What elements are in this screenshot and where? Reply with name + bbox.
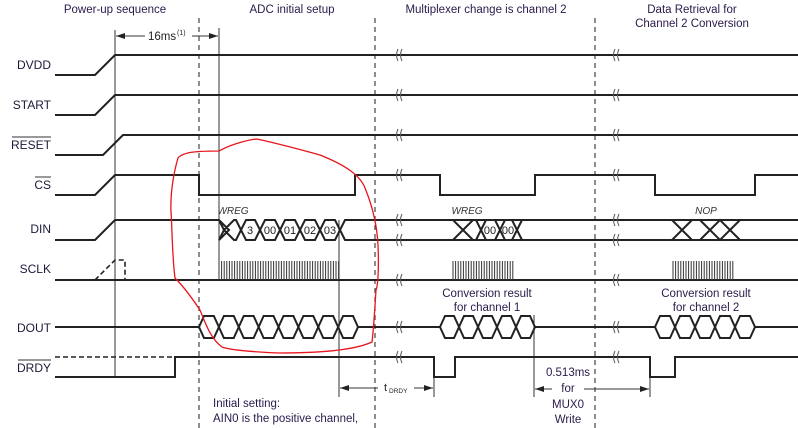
dout-bit-cell [514, 315, 537, 339]
dout-bit-cell [217, 315, 240, 339]
dout-result-ch2-2: for channel 2 [673, 302, 740, 314]
break-mark [396, 48, 403, 62]
dout-result-ch2-1: Conversion result [661, 288, 751, 300]
cs-trace [55, 174, 798, 196]
break-mark [396, 168, 403, 182]
tdrdy-subscript: DRDY [389, 388, 408, 395]
label-dvdd: DVDD [17, 58, 51, 72]
din-byte: 02 [304, 225, 316, 237]
label-reset: RESET [11, 138, 52, 152]
dout-bit-cell [277, 315, 300, 339]
din-byte: 3 [247, 225, 253, 237]
initial-setting-1: Initial setting: [213, 398, 280, 410]
break-mark [613, 48, 620, 62]
mux-write-line: MUX0 [552, 399, 584, 411]
reset-trace [55, 134, 798, 156]
break-mark [613, 128, 620, 142]
mux-write-time: 0.513ms for MUX0 Write [535, 367, 649, 426]
dout-bit-cell [237, 315, 260, 339]
label-dout: DOUT [17, 321, 52, 335]
dout-bit-cell [337, 315, 360, 339]
mux-write-line: for [561, 383, 575, 395]
break-mark [613, 233, 620, 247]
dout-bit-cell [713, 315, 737, 339]
break-mark [396, 320, 403, 334]
din-command-nop: NOP [695, 206, 717, 217]
break-mark [613, 213, 620, 227]
dout-bit-cell [257, 315, 280, 339]
din-command-wreg-1: WREG [217, 206, 248, 217]
din-command-wreg-2: WREG [451, 206, 482, 217]
break-mark [396, 213, 403, 227]
dout-bit-cell [438, 315, 461, 339]
label-cs: CS [34, 178, 51, 192]
label-din: DIN [30, 222, 51, 236]
mux-write-line: Write [555, 414, 582, 426]
break-mark [613, 168, 620, 182]
initial-setting-2: AIN0 is the positive channel, [213, 413, 358, 425]
red-annotation-circle [170, 138, 380, 354]
break-mark [613, 350, 620, 364]
powerup-delay: 16ms [148, 31, 176, 43]
label-drdy: DRDY [17, 361, 51, 375]
section-mux-change: Multiplexer change is channel 2 [405, 4, 566, 16]
break-mark [613, 273, 620, 287]
section-data-retrieval-2: Channel 2 Conversion [635, 18, 749, 30]
dout-trace [55, 315, 798, 339]
dout-bit-cell [653, 315, 677, 339]
label-start: START [13, 98, 52, 112]
break-mark [396, 273, 403, 287]
powerup-footnote: (1) [177, 30, 186, 37]
tdrdy-label: t [384, 382, 387, 394]
din-byte: 00 [264, 225, 276, 237]
sclk-pulses [218, 261, 734, 280]
break-mark [396, 350, 403, 364]
break-mark [396, 128, 403, 142]
tdrdy-arrow: t DRDY [340, 382, 433, 395]
dout-bit-cell [476, 315, 499, 339]
break-mark [396, 233, 403, 247]
section-data-retrieval-1: Data Retrieval for [647, 4, 737, 16]
label-sclk: SCLK [20, 262, 51, 276]
dout-bit-cell [733, 315, 757, 339]
din-trace [55, 218, 798, 242]
break-mark [396, 88, 403, 102]
dout-bit-cell [457, 315, 480, 339]
dout-bit-cell [495, 315, 518, 339]
dout-bit-cell [197, 315, 220, 339]
dout-bit-cell [693, 315, 717, 339]
time-break-marks [396, 48, 620, 364]
start-trace [55, 94, 798, 116]
din-byte: 03 [324, 225, 336, 237]
drdy-trace [55, 356, 798, 378]
dvdd-trace [55, 54, 798, 76]
section-adc-setup: ADC initial setup [249, 4, 334, 16]
sclk-powerup-dashed [94, 259, 126, 281]
dout-result-ch1-1: Conversion result [442, 288, 532, 300]
break-mark [613, 88, 620, 102]
mux-write-line: 0.513ms [546, 367, 590, 379]
dout-bit-cell [317, 315, 340, 339]
din-byte: 00 [484, 225, 496, 237]
dout-result-ch1-2: for channel 1 [454, 302, 521, 314]
din-byte: 00 [502, 225, 514, 237]
powerup-delay-arrow: 16ms (1) [116, 30, 218, 43]
dout-bit-cell [297, 315, 320, 339]
section-power-up: Power-up sequence [64, 4, 166, 16]
din-byte: 01 [284, 225, 296, 237]
break-mark [613, 320, 620, 334]
dout-bit-cell [673, 315, 697, 339]
